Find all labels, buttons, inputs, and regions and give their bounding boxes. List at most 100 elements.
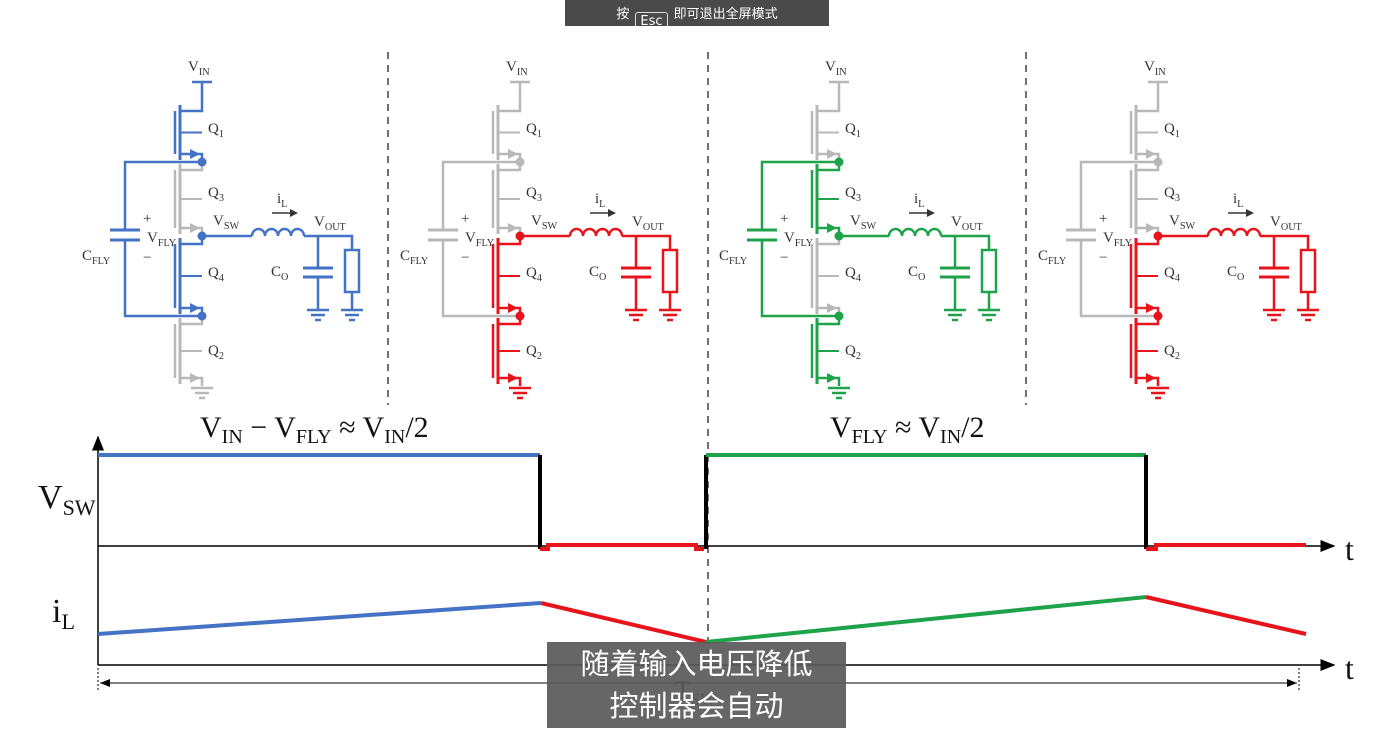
inductor [568, 227, 624, 237]
inductor [887, 227, 943, 237]
il-label: iL [595, 191, 605, 210]
inductor [1206, 227, 1262, 237]
co-label: CO [589, 264, 606, 283]
vout-label: VOUT [314, 214, 347, 233]
esc-key-badge[interactable]: Esc [635, 12, 668, 26]
mosfet-arrow [190, 223, 200, 233]
vsw-node-label: VSW [213, 213, 240, 232]
vfly-label: VFLY [147, 230, 177, 249]
cfly-bottom-wire [441, 240, 520, 318]
q1-label: Q1 [526, 121, 542, 140]
cfly-plus-label: + [143, 211, 151, 227]
q3-label: Q3 [1164, 185, 1180, 204]
q1-mosfet [810, 103, 841, 162]
node-q1-q3 [515, 157, 525, 167]
cfly-minus-label: − [1099, 250, 1107, 266]
mosfet-drain [817, 103, 841, 113]
mosfet-arrow [827, 223, 837, 233]
co-label: CO [1227, 264, 1244, 283]
cfly-label: CFLY [1038, 248, 1067, 267]
q2-label: Q2 [845, 343, 861, 362]
vsw-node-label: VSW [531, 213, 558, 232]
mosfet-arrow [508, 223, 518, 233]
q4-mosfet [810, 236, 841, 316]
mosfet-arrow [508, 373, 518, 383]
q2-ground [828, 386, 850, 400]
q1-label: Q1 [1164, 121, 1180, 140]
mosfet-source [498, 376, 522, 386]
vfly-label: VFLY [784, 230, 814, 249]
period-arrowhead-right [1287, 679, 1297, 687]
vin-label: VIN [188, 59, 210, 78]
vout-label: VOUT [951, 214, 984, 233]
t-axis-label-top: t [1345, 531, 1354, 567]
q3-mosfet [1129, 162, 1160, 236]
mosfet-drain [498, 103, 522, 113]
mosfet-arrow [1146, 373, 1156, 383]
cfly-label: CFLY [82, 248, 111, 267]
mosfet-arrow [190, 149, 200, 159]
q3-mosfet [491, 162, 522, 236]
q3-mosfet [173, 162, 204, 236]
q2-mosfet [810, 316, 841, 386]
q4-mosfet [173, 236, 204, 316]
mosfet-source [1136, 376, 1160, 386]
vfly-label: VFLY [1103, 230, 1133, 249]
vsw-level-label-left: VIN − VFLY ≈ VIN/2 [200, 411, 429, 448]
mosfet-arrow [827, 303, 837, 313]
subtitle-line-2: 控制器会自动 [609, 689, 784, 723]
node-q4-q2 [1153, 311, 1163, 321]
il-arrowhead [1246, 209, 1254, 217]
period-arrowhead-left [100, 679, 110, 687]
mosfet-arrow [508, 303, 518, 313]
cfly-plus-label: + [780, 211, 788, 227]
cfly-top-wire [1079, 160, 1158, 230]
load-resistor [980, 248, 998, 294]
il-trace-blue [97, 601, 542, 636]
cfly-top-wire [441, 160, 520, 230]
q4-label: Q4 [845, 265, 861, 284]
output-wire [941, 234, 991, 250]
cfly-minus-label: − [461, 250, 469, 266]
mosfet-source [817, 376, 841, 386]
vsw-level-label-right: VFLY ≈ VIN/2 [830, 411, 985, 448]
esc-hint-prefix: 按 [616, 7, 630, 22]
il-trace-red-2 [1145, 595, 1307, 636]
il-label: iL [914, 191, 924, 210]
load-ground [1297, 308, 1319, 322]
cfly-plus-label: + [461, 211, 469, 227]
vfly-label: VFLY [465, 230, 495, 249]
inductor [250, 227, 306, 237]
mosfet-arrow [1146, 303, 1156, 313]
fullscreen-exit-hint: 按 Esc 即可退出全屏模式 [565, 0, 829, 26]
q2-label: Q2 [208, 343, 224, 362]
cfly-bottom-wire [123, 240, 202, 318]
q4-mosfet [491, 236, 522, 316]
mosfet-arrow [190, 303, 200, 313]
co-ground [944, 308, 966, 322]
il-label: iL [277, 191, 287, 210]
q4-mosfet [1129, 236, 1160, 316]
q2-mosfet [173, 316, 204, 386]
il-axis-label: iL [52, 593, 75, 634]
vsw-trace-red-2 [1146, 543, 1306, 551]
il-label: iL [1233, 191, 1243, 210]
q2-ground [509, 386, 531, 400]
q3-label: Q3 [845, 185, 861, 204]
q2-mosfet [1129, 316, 1160, 386]
esc-hint-suffix: 即可退出全屏模式 [673, 7, 778, 22]
vsw-node-label: VSW [850, 213, 877, 232]
subtitle-line-1: 随着输入电压降低 [580, 647, 813, 681]
q3-label: Q3 [208, 185, 224, 204]
mosfet-drain [1136, 103, 1160, 113]
node-q1-q3 [197, 157, 207, 167]
cfly-label: CFLY [719, 248, 748, 267]
il-arrowhead [927, 209, 935, 217]
node-q1-q3 [1153, 157, 1163, 167]
mosfet-source [180, 376, 204, 386]
q2-mosfet [491, 316, 522, 386]
node-q1-q3 [834, 157, 844, 167]
cfly-bottom-wire [1079, 240, 1158, 318]
